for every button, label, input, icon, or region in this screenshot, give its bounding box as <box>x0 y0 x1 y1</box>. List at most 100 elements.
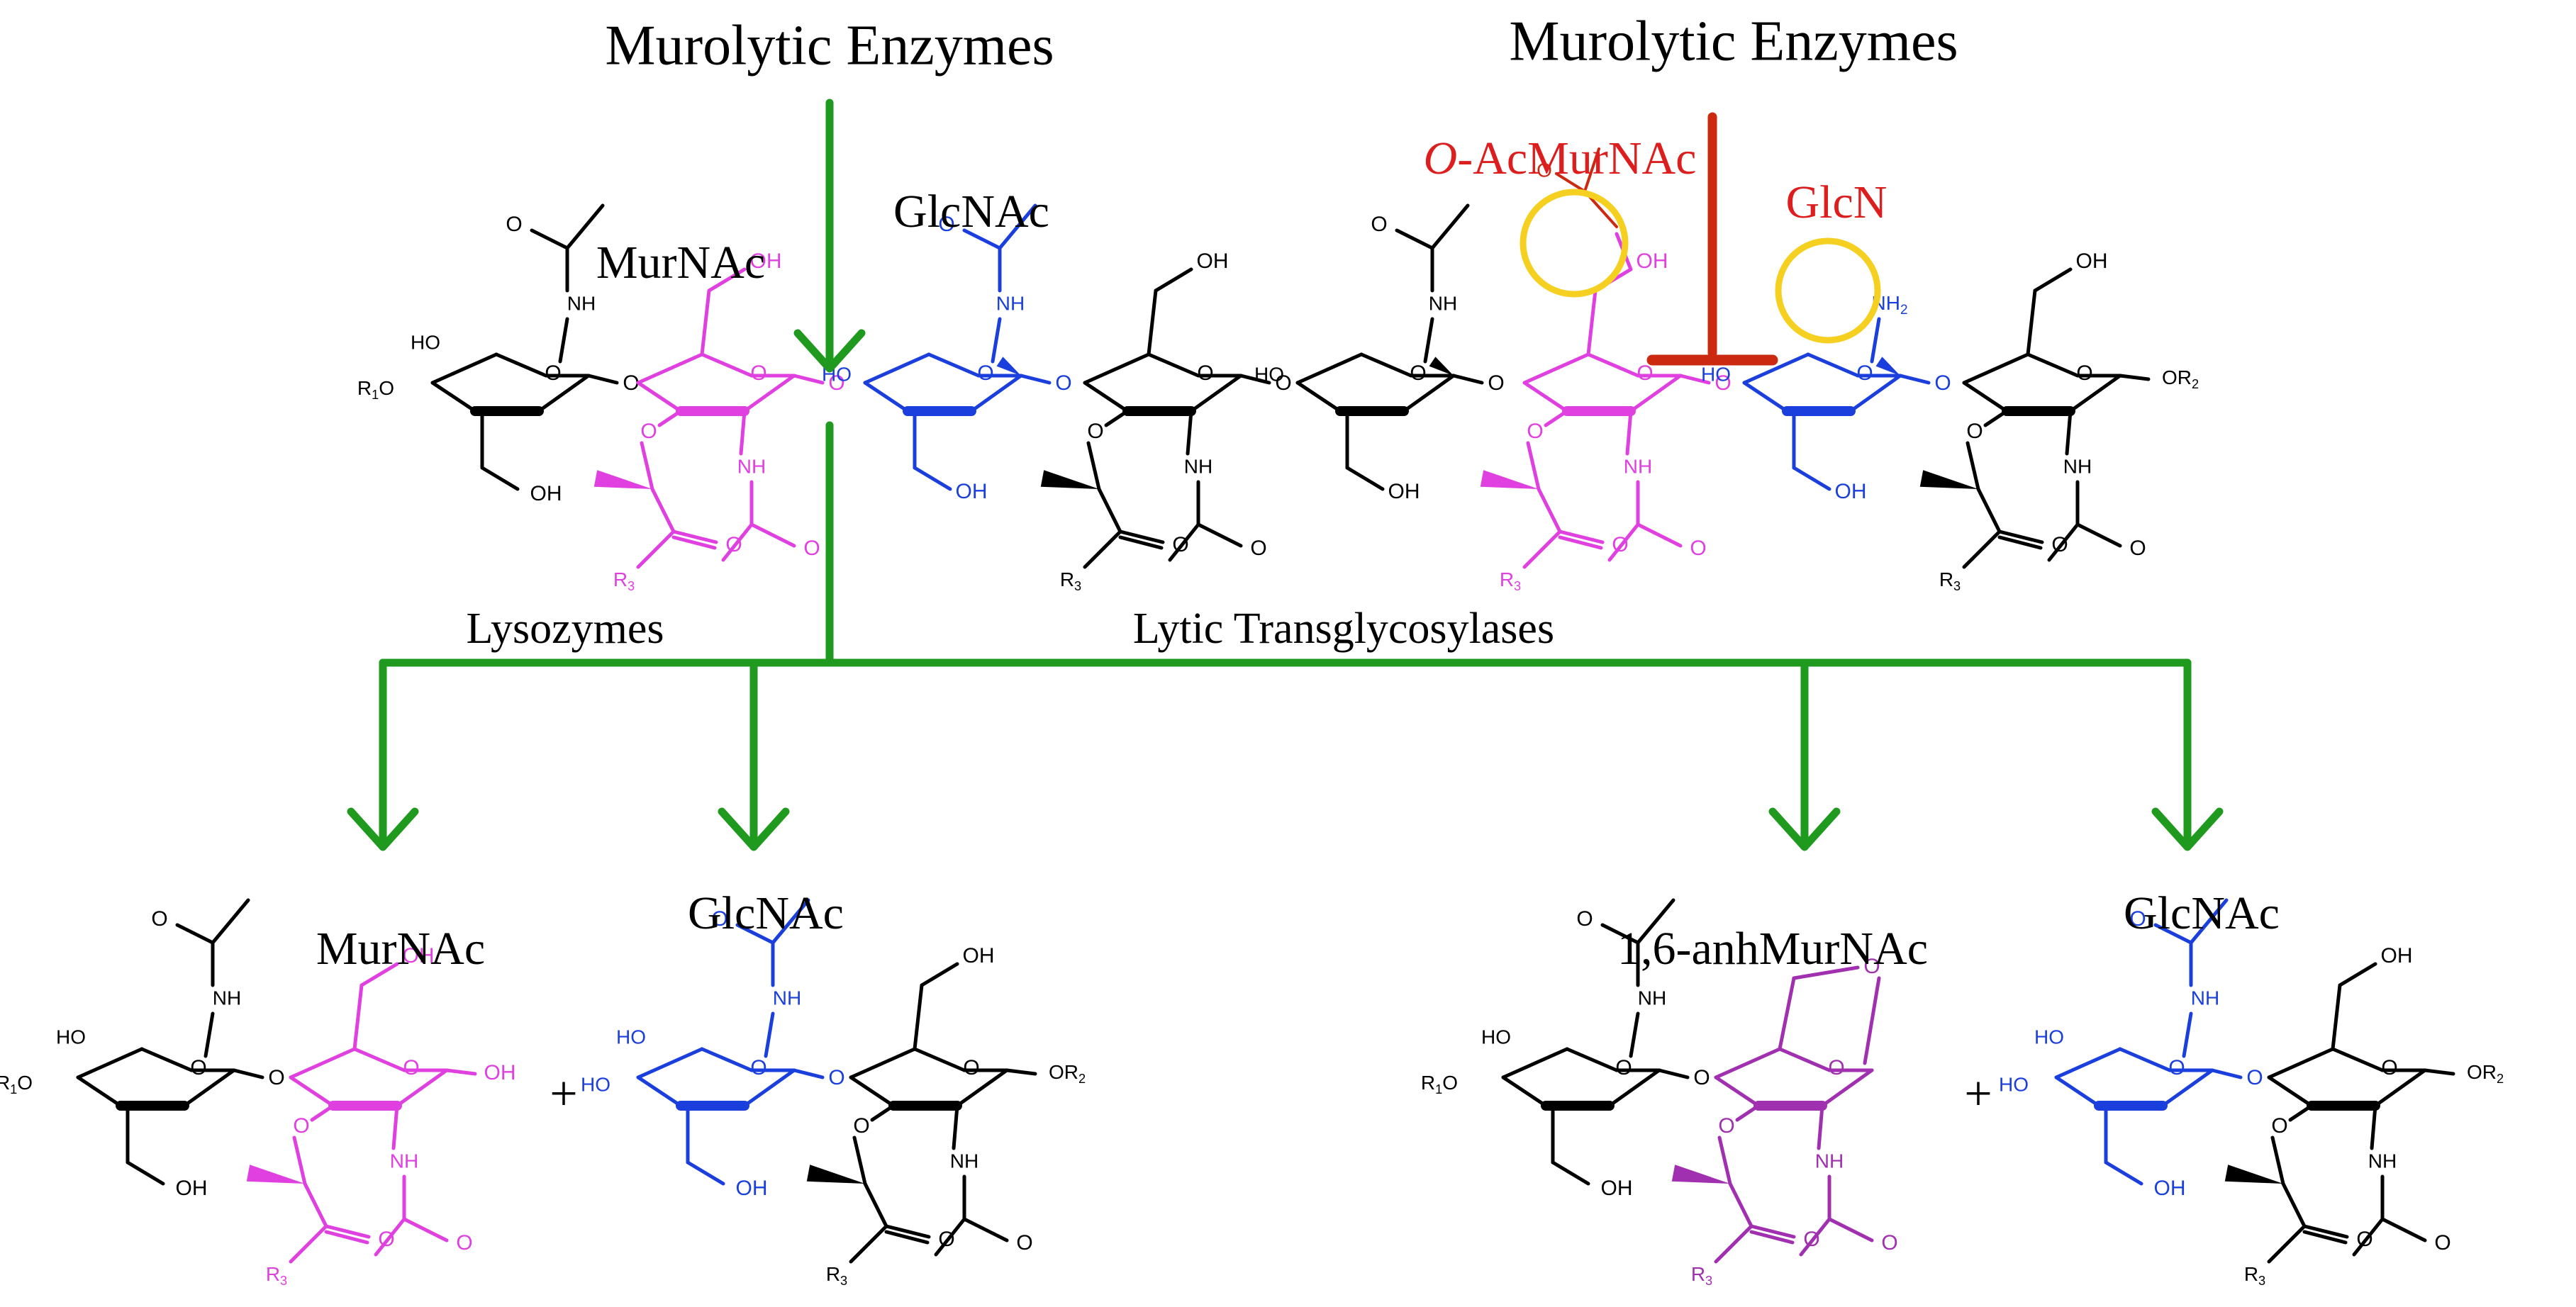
ring-bond <box>76 1047 144 1079</box>
ring-oxygen: O <box>963 1056 979 1079</box>
ring-bond <box>537 374 591 413</box>
glcn-label: GlcN <box>1786 176 1888 228</box>
lactyl-bond <box>636 529 676 569</box>
ether-oxygen: O <box>640 420 657 443</box>
acetyl-bond <box>721 522 754 562</box>
glycosidic-oxygen: O <box>1693 1066 1710 1089</box>
hydroxyl: OH <box>956 480 988 503</box>
hydroxyl: OH <box>530 482 562 505</box>
ch2-bond <box>2331 983 2342 1051</box>
glycosidic-oxygen: O <box>1488 371 1504 395</box>
ring-bond <box>2373 1068 2427 1108</box>
ring-bond <box>2267 1075 2314 1108</box>
ring-bond <box>1565 1047 1619 1072</box>
acetyl-bond <box>2153 923 2193 945</box>
lactyl-bond <box>1526 441 1541 491</box>
acetyl-bond <box>998 203 1037 250</box>
glycosidic-bond <box>1019 374 1052 385</box>
ch2-bond <box>686 1160 725 1186</box>
amide-nh: NH <box>213 987 241 1009</box>
murnac-product-terminal-ring <box>849 1047 1009 1111</box>
hydroxyl: HO <box>1999 1073 2029 1095</box>
ring-bond <box>1586 352 1640 378</box>
n-bond <box>991 317 1002 364</box>
plus-sign-right: + <box>1964 1067 1992 1121</box>
acetyl-bond <box>1600 923 1640 945</box>
hydroxyl: OH <box>1637 249 1668 273</box>
ring-oxygen: O <box>1615 1056 1632 1079</box>
o-acetyl-bond <box>1555 172 1586 193</box>
r1o-group: R1O <box>0 1072 33 1096</box>
ring-bond <box>742 374 796 413</box>
amide-nh: NH <box>773 987 801 1009</box>
ring-bond <box>1607 1068 1661 1108</box>
o-acmurnac-ring <box>1522 352 1683 416</box>
ring-oxygen: O <box>2076 361 2092 385</box>
ch2-bond <box>1345 466 1385 491</box>
r3-group: R3 <box>613 568 635 593</box>
amide-nh: NH <box>996 292 1025 314</box>
ring-oxygen: O <box>1197 361 1213 385</box>
lactyl-methyl <box>1671 1165 1730 1184</box>
lactyl-bond <box>1097 487 1122 534</box>
glcnac-1-ring <box>863 352 1023 416</box>
hydroxyl: OH <box>963 944 995 967</box>
arrow-head-murnac <box>347 807 419 851</box>
murnac-1-ring <box>636 352 796 416</box>
acetyl-bond <box>962 1217 1009 1243</box>
ch2-bond <box>480 466 520 491</box>
ring-oxygen: O <box>750 361 766 385</box>
amine-highlight-circle <box>1775 237 1881 344</box>
acetyl-bond <box>175 923 215 945</box>
hydroxyl: OH <box>403 944 435 967</box>
n-bond <box>1870 317 1881 364</box>
lactyl-bond <box>863 1182 888 1228</box>
n-bond <box>203 1011 215 1058</box>
hydroxyl: HO <box>411 331 440 353</box>
r3-group: R3 <box>266 1263 287 1287</box>
acetyl-bond <box>1636 522 1683 548</box>
anomeric-wedge <box>996 357 1021 376</box>
carbonyl-bond <box>1558 535 1603 550</box>
or2-group: OR2 <box>2162 366 2199 391</box>
hydroxyl: OH <box>1197 249 1229 273</box>
murnac-product-terminal-ring <box>2267 1047 2427 1111</box>
r3-group: R3 <box>1060 568 1081 593</box>
carbonyl-oxygen: O <box>1250 537 1266 560</box>
carbonyl-oxygen: O <box>1576 907 1593 931</box>
n-bond <box>2182 1011 2193 1058</box>
carbonyl-oxygen: O <box>506 213 522 236</box>
amide-nh: NH <box>2368 1150 2397 1172</box>
lactyl-bond <box>1728 1182 1753 1228</box>
anhydro-bond <box>1863 976 1881 1065</box>
acetyl-oxygen: O <box>1537 159 1552 181</box>
hydroxyl: OH <box>176 1177 208 1200</box>
anhydro-oxygen: O <box>1863 955 1880 978</box>
n-bond <box>739 409 747 456</box>
ring-bond <box>636 381 683 413</box>
r3-group: R3 <box>826 1263 847 1287</box>
ring-bond <box>2026 352 2080 378</box>
glycosidic-oxygen: O <box>1055 371 1071 395</box>
glcn-ring <box>1742 352 1902 416</box>
ring-bond <box>1849 374 1902 413</box>
hydroxyl: OH <box>2076 249 2108 273</box>
ch2-bond <box>359 962 399 987</box>
carbonyl-bond <box>1997 535 2043 550</box>
amide-nh: NH <box>2191 987 2219 1009</box>
ring-bond <box>1295 381 1342 413</box>
carbonyl-oxygen: O <box>938 213 954 236</box>
amide-nh: NH <box>390 1150 418 1172</box>
ch2-bond <box>707 267 747 293</box>
ch2-bond <box>2338 962 2377 987</box>
ether-bond <box>1735 1104 1761 1122</box>
anomeric-bond <box>445 1068 477 1076</box>
lysozymes-label: Lysozymes <box>467 605 664 653</box>
lactyl-bond <box>303 1182 328 1228</box>
ch2-bond <box>913 466 952 491</box>
acetyl-bond <box>1168 522 1200 562</box>
lactyl-bond <box>1966 441 1980 491</box>
ring-bond <box>1742 381 1789 413</box>
carbonyl-oxygen: O <box>711 907 727 931</box>
ring-bond <box>1962 352 2030 385</box>
